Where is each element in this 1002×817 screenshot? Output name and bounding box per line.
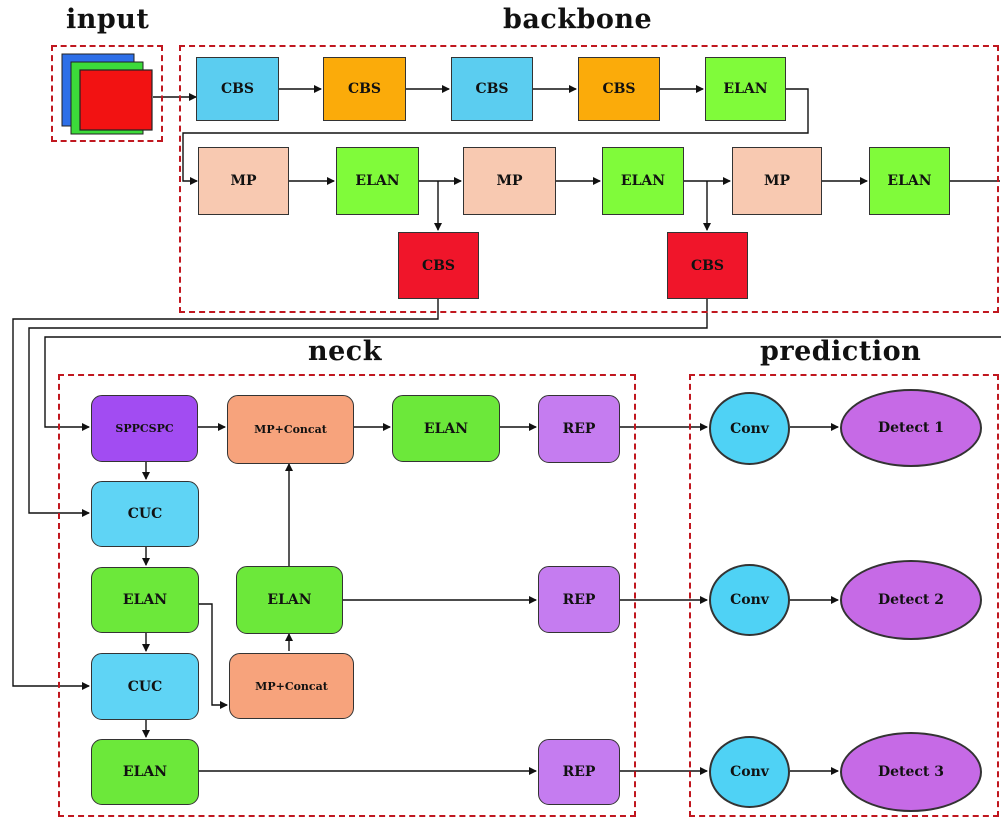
prediction-conv-2: Conv: [709, 564, 790, 636]
neck-mp-concat-top: MP+Concat: [227, 395, 354, 464]
backbone-mp-3: MP: [732, 147, 822, 215]
prediction-detect-2: Detect 2: [840, 560, 982, 640]
backbone-cbs-1: CBS: [196, 57, 279, 121]
prediction-detect-1: Detect 1: [840, 389, 982, 467]
backbone-region: [179, 45, 999, 313]
neck-elan-mid: ELAN: [236, 566, 343, 634]
input-image-stack-icon: [61, 53, 153, 135]
section-title-input: input: [66, 4, 150, 35]
section-title-neck: neck: [308, 336, 382, 367]
backbone-cbs-3: CBS: [451, 57, 533, 121]
neck-rep-3: REP: [538, 739, 620, 805]
neck-sppcspc: SPPCSPC: [91, 395, 198, 462]
neck-cuc-1: CUC: [91, 481, 199, 547]
prediction-region: [689, 374, 999, 817]
backbone-elan-3: ELAN: [602, 147, 684, 215]
backbone-elan-4: ELAN: [869, 147, 950, 215]
neck-elan-left-2: ELAN: [91, 739, 199, 805]
prediction-conv-3: Conv: [709, 736, 790, 808]
section-title-prediction: prediction: [760, 336, 922, 367]
prediction-conv-1: Conv: [709, 392, 790, 465]
neck-rep-2: REP: [538, 566, 620, 633]
neck-rep-1: REP: [538, 395, 620, 463]
backbone-elan-1: ELAN: [705, 57, 786, 121]
backbone-elan-2: ELAN: [336, 147, 419, 215]
section-title-backbone: backbone: [503, 4, 653, 35]
neck-elan-left-1: ELAN: [91, 567, 199, 633]
backbone-cbs-2: CBS: [323, 57, 406, 121]
neck-region: [58, 374, 636, 817]
backbone-cbs-red-1: CBS: [398, 232, 479, 299]
neck-mp-concat-bottom: MP+Concat: [229, 653, 354, 719]
neck-elan-top: ELAN: [392, 395, 500, 462]
backbone-mp-1: MP: [198, 147, 289, 215]
neck-cuc-2: CUC: [91, 653, 199, 720]
backbone-cbs-red-2: CBS: [667, 232, 748, 299]
backbone-cbs-4: CBS: [578, 57, 660, 121]
input-region: [51, 45, 163, 142]
backbone-mp-2: MP: [463, 147, 556, 215]
prediction-detect-3: Detect 3: [840, 732, 982, 812]
